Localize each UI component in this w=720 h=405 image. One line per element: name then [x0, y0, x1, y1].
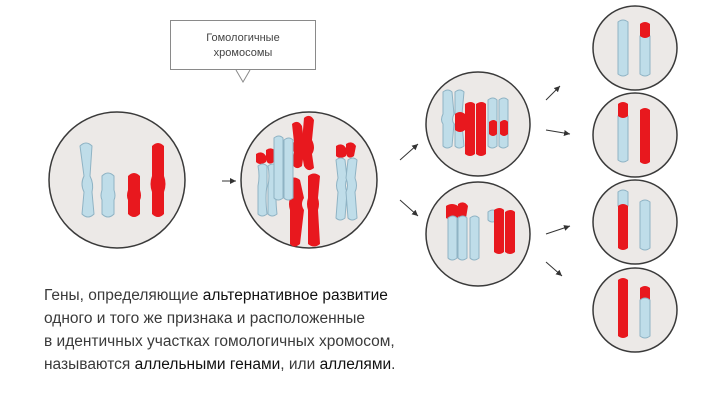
- chromosome-red-pair-b: [489, 120, 508, 136]
- homologous-chromosomes-callout: Гомологичные хромосомы: [170, 20, 316, 70]
- caption-line-4: называются аллельными генами, или аллеля…: [44, 353, 464, 376]
- chromosome-red-long: [150, 143, 166, 217]
- caption-text: Гены, определяющие: [44, 287, 203, 304]
- caption-term-allelic-genes: аллельными генами: [134, 356, 281, 373]
- callout-pointer: [235, 69, 251, 83]
- arrow-4a: [545, 225, 571, 235]
- chromosome-red-x-top: [292, 115, 314, 171]
- chromosome-blue-long: [79, 142, 95, 218]
- chromosome-blue-center: [273, 135, 294, 201]
- caption-text: .: [391, 356, 396, 373]
- caption-term-alternative: альтернативное развитие: [202, 287, 388, 304]
- duplicated-cell: [240, 111, 378, 249]
- gamete-2: [592, 92, 678, 178]
- definition-text: Гены, определяющие альтернативное развит…: [44, 284, 464, 376]
- callout-line-1: Гомологичные: [206, 32, 280, 44]
- chromosome-blue-x: [447, 215, 480, 261]
- chromosome-red-long-pair: [494, 208, 515, 254]
- daughter-cell-bottom: [425, 181, 531, 287]
- arrow-4b: [545, 261, 563, 277]
- arrow-2b: [399, 199, 419, 217]
- gamete-1: [592, 5, 678, 91]
- gamete-3: [592, 179, 678, 265]
- caption-line-2: одного и того же признака и расположенны…: [44, 310, 365, 327]
- gamete-4: [592, 267, 678, 353]
- chromosome-red-small-right: [336, 142, 356, 158]
- callout-line-2: хромосомы: [213, 47, 273, 59]
- arrow-3a: [545, 85, 561, 101]
- chromosome-blue-short: [100, 172, 116, 218]
- arrow-2a: [399, 143, 419, 161]
- caption-term-alleles: аллелями: [319, 356, 392, 373]
- chromosome-blue-right: [335, 157, 358, 221]
- caption-line-1: Гены, определяющие альтернативное развит…: [44, 284, 464, 307]
- caption-text: называются: [44, 356, 135, 373]
- daughter-cell-top: [425, 71, 531, 177]
- chromosome-red-short: [127, 173, 141, 217]
- arrow-3b: [545, 129, 571, 136]
- parent-cell: [48, 111, 186, 249]
- chromosome-red-pair-a: [455, 102, 486, 156]
- caption-line-3: в идентичных участках гомологичных хромо…: [44, 333, 395, 350]
- caption-text: , или: [280, 356, 320, 373]
